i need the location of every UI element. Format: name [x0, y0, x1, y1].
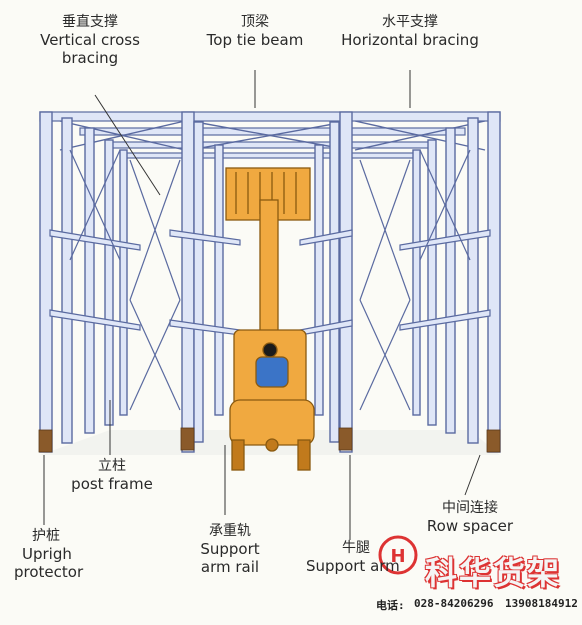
svg-text:H: H: [390, 546, 405, 567]
support-arm-rail-en-2: arm rail: [200, 557, 260, 576]
brand-name: 科华货架: [425, 554, 562, 592]
brand-emblem: H: [378, 535, 418, 575]
driver-body: [255, 356, 289, 388]
horizontal-bracing-cn: 水平支撑: [382, 14, 438, 30]
post-frame-cn: 立柱: [98, 458, 126, 474]
protector-right-inner: [338, 427, 353, 451]
upright-protector-label: 护桩 Uprigh protector: [14, 528, 114, 581]
vertical-cross-bracing-en-2: bracing: [61, 48, 119, 67]
forklift-body: [229, 399, 315, 446]
row-spacer-cn: 中间连接: [442, 500, 498, 516]
forklift-mast: [259, 199, 279, 341]
forklift-wheel-right: [297, 439, 311, 471]
support-arm-rail-label: 承重轨 Support arm rail: [180, 523, 280, 576]
protector-left-front: [38, 429, 53, 453]
upright-protector-cn: 护桩: [32, 528, 60, 544]
support-arm-rail-cn: 承重轨: [209, 523, 251, 539]
upright-protector-en-2: protector: [14, 562, 84, 581]
top-tie-beam-cn: 顶梁: [241, 14, 269, 30]
brand-phone-label: 电话:: [376, 599, 405, 612]
protector-right-front: [486, 429, 501, 453]
upright-protectors: [38, 427, 501, 453]
protector-left-inner: [180, 427, 195, 451]
support-arm-label: 牛腿 Support arm: [306, 540, 416, 575]
top-tie-beam-label: 顶梁 Top tie beam: [185, 14, 325, 49]
row-spacer-en: Row spacer: [426, 516, 514, 535]
row-spacer-label: 中间连接 Row spacer: [410, 500, 530, 535]
support-arm-en: Support arm: [306, 556, 400, 575]
support-arm-cn: 牛腿: [342, 540, 370, 556]
upright-protector-en-1: Uprigh: [22, 544, 72, 563]
vertical-cross-bracing: [69, 149, 471, 411]
forklift-wheel-left: [231, 439, 245, 471]
vertical-cross-bracing-en-1: Vertical cross: [40, 30, 140, 49]
support-arm-rails: [49, 229, 491, 336]
post-frame-en: post frame: [71, 474, 153, 493]
support-arm-rail-en-1: Support: [200, 539, 260, 558]
horizontal-bracing-en: Horizontal bracing: [341, 30, 479, 49]
vertical-cross-bracing-label: 垂直支撑 Vertical cross bracing: [20, 14, 160, 67]
left-rack: [39, 111, 224, 453]
forklift: [225, 167, 315, 471]
leader-lines: [43, 70, 481, 540]
brand-mobile: 13908184912: [505, 597, 578, 610]
brand-phone: 028-84206296: [414, 597, 494, 610]
horizontal-bracing-label: 水平支撑 Horizontal bracing: [330, 14, 490, 49]
driver-head: [262, 342, 278, 358]
right-rack: [314, 111, 501, 453]
post-frame-label: 立柱 post frame: [62, 458, 162, 493]
vertical-cross-bracing-cn: 垂直支撑: [62, 14, 118, 30]
top-tie-beam-en: Top tie beam: [206, 30, 304, 49]
forklift-lamp: [265, 438, 279, 452]
